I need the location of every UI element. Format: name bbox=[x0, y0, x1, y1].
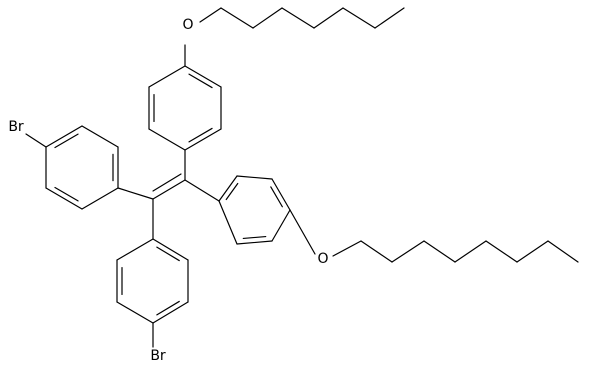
central-alkene-bond bbox=[152, 179, 186, 200]
octyl-chain-bond bbox=[423, 240, 456, 263]
ring-upper-aryl-double-bond bbox=[188, 127, 213, 143]
octyl-chain-bond bbox=[281, 7, 315, 29]
ring-lower-bromoaryl-bond bbox=[152, 301, 189, 324]
octyl-chain-bond bbox=[342, 7, 376, 29]
octyl-chain-bond bbox=[313, 7, 344, 29]
octyl-chain-bond bbox=[516, 240, 549, 263]
ring-left-bromoaryl-double-bond bbox=[54, 186, 79, 202]
octyl-chain-bond bbox=[252, 7, 283, 29]
bond bbox=[199, 7, 222, 23]
octyl-chain-bond bbox=[220, 7, 254, 29]
central-alkene-double-bond bbox=[152, 173, 182, 192]
ring-right-aryl-bond bbox=[271, 178, 291, 211]
bromine-label: Br bbox=[150, 348, 166, 364]
ring-left-bromoaryl-bond bbox=[81, 187, 119, 210]
bond bbox=[25, 133, 47, 148]
ring-right-aryl-double-bond bbox=[225, 182, 239, 201]
ring-right-aryl-bond bbox=[218, 200, 238, 245]
ring-lower-bromoaryl-bond bbox=[116, 238, 154, 261]
bond bbox=[289, 209, 316, 255]
oxygen-label: O bbox=[317, 251, 328, 267]
bond bbox=[332, 240, 362, 257]
ring-upper-aryl-double-bond bbox=[188, 73, 213, 89]
oxygen-label: O bbox=[182, 17, 193, 33]
ring-lower-bromoaryl-double-bond bbox=[156, 300, 180, 316]
ring-left-bromoaryl-double-bond bbox=[54, 133, 79, 149]
octyl-chain-bond bbox=[454, 240, 487, 263]
ring-lower-bromoaryl-double-bond bbox=[156, 246, 180, 262]
octyl-chain-bond bbox=[360, 240, 393, 263]
ring-upper-aryl-bond bbox=[184, 128, 222, 151]
ring-right-aryl-bond bbox=[236, 240, 273, 245]
octyl-chain-bond bbox=[391, 240, 425, 263]
ring-right-aryl-bond bbox=[271, 209, 291, 242]
octyl-chain-bond bbox=[485, 240, 518, 263]
ring-right-aryl-bond bbox=[218, 175, 238, 202]
ring-upper-aryl-bond bbox=[184, 65, 222, 88]
bromine-label: Br bbox=[8, 119, 24, 135]
ring-right-aryl-bond bbox=[236, 175, 273, 180]
ring-left-bromoaryl-bond bbox=[45, 125, 83, 148]
octyl-chain-bond bbox=[547, 240, 579, 263]
bond bbox=[117, 187, 154, 200]
ring-lower-bromoaryl-bond bbox=[116, 301, 154, 324]
octyl-chain-bond bbox=[374, 7, 405, 29]
ring-left-bromoaryl-bond bbox=[45, 187, 83, 210]
ring-upper-aryl-bond bbox=[148, 65, 186, 88]
bond bbox=[184, 179, 220, 202]
ring-left-bromoaryl-bond bbox=[81, 125, 119, 148]
ring-right-aryl-double-bond bbox=[242, 235, 267, 240]
ring-lower-bromoaryl-bond bbox=[152, 238, 189, 261]
ring-upper-aryl-bond bbox=[148, 128, 186, 151]
ring-right-aryl-double-bond bbox=[270, 186, 283, 208]
